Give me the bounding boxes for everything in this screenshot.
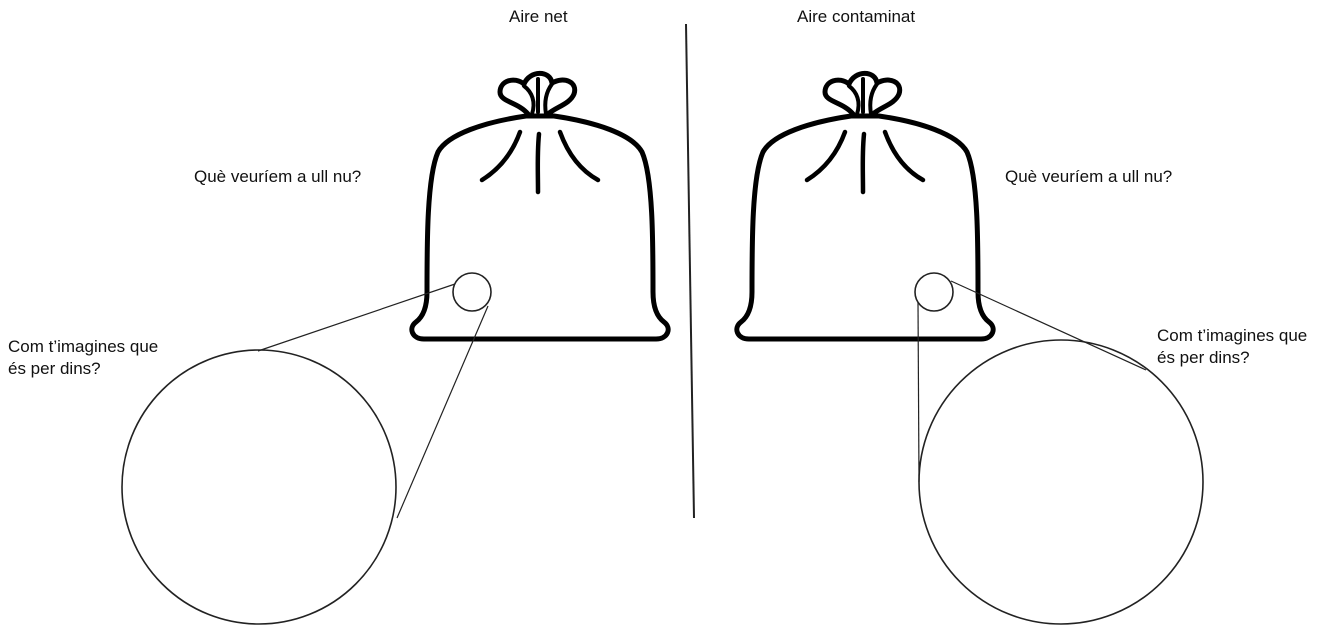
question-imagine-left: Com t’imagines que és per dins? [8, 336, 158, 380]
title-clean-air: Aire net [509, 6, 568, 28]
question-imagine-right-line1: Com t’imagines que [1157, 325, 1307, 347]
zoom-circle-left [122, 350, 396, 624]
question-naked-eye-left: Què veuríem a ull nu? [194, 166, 361, 188]
question-naked-eye-right: Què veuríem a ull nu? [1005, 166, 1172, 188]
question-imagine-right: Com t’imagines que és per dins? [1157, 325, 1307, 369]
question-imagine-left-line1: Com t’imagines que [8, 336, 158, 358]
divider-line [686, 24, 694, 518]
trash-bag-right [737, 73, 993, 339]
title-polluted-air: Aire contaminat [797, 6, 915, 28]
question-imagine-right-line2: és per dins? [1157, 347, 1307, 369]
question-imagine-left-line2: és per dins? [8, 358, 158, 380]
zoom-circle-right [919, 340, 1203, 624]
trash-bag-left [412, 73, 668, 339]
